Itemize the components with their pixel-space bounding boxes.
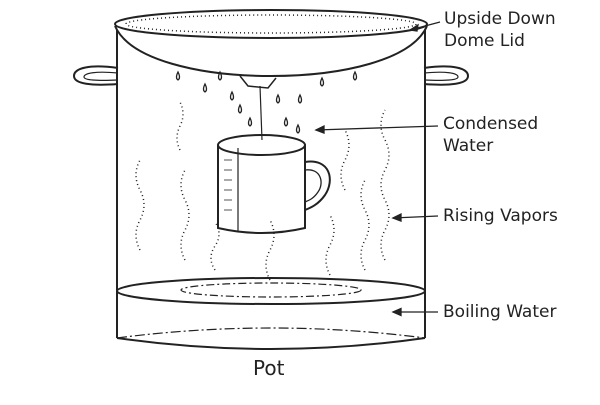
label-condensed-line1: Condensed bbox=[443, 114, 539, 134]
pointer-arrows bbox=[314, 21, 441, 317]
dome-lid-bowl bbox=[114, 25, 428, 78]
label-boiling-water: Boiling Water bbox=[443, 302, 557, 322]
label-condensed-water: Condensed Water bbox=[443, 113, 538, 157]
water-drops bbox=[175, 70, 358, 134]
right-handle bbox=[423, 65, 470, 86]
left-handle bbox=[72, 65, 119, 86]
rising-vapors bbox=[135, 101, 390, 281]
label-pot: Pot bbox=[253, 356, 285, 380]
label-rising-vapors: Rising Vapors bbox=[443, 206, 558, 226]
pot-bottom-back bbox=[116, 327, 426, 339]
pot-bottom-front bbox=[116, 337, 426, 350]
label-lid-line1: Upside Down bbox=[444, 9, 556, 29]
boiling-water-surface bbox=[116, 277, 426, 305]
dome-lid-rim bbox=[114, 9, 428, 39]
label-condensed-line2: Water bbox=[443, 136, 494, 156]
label-lid-line2: Dome Lid bbox=[444, 31, 525, 51]
label-lid: Upside Down Dome Lid bbox=[444, 8, 556, 52]
mug bbox=[217, 134, 331, 234]
